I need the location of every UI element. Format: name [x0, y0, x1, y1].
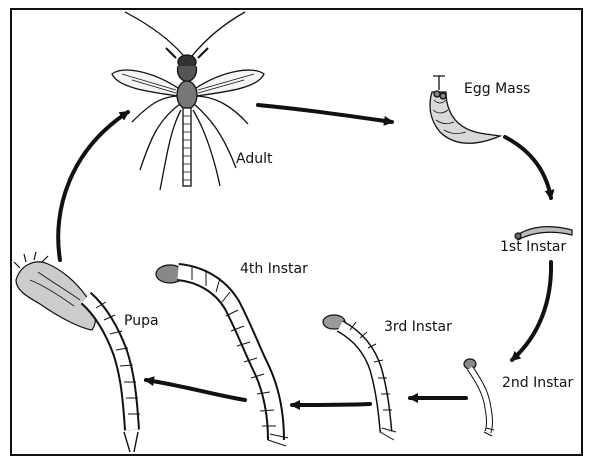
arrow-3rd-to-4th [292, 404, 370, 405]
label-4th-instar: 4th Instar [240, 262, 308, 276]
cycle-arrows [58, 105, 551, 405]
label-pupa: Pupa [124, 314, 159, 328]
larva-4th-instar-illustration [156, 265, 288, 446]
arrow-1st-to-2nd [512, 262, 551, 360]
arrow-adult-to-egg [258, 105, 392, 122]
pupa-illustration [14, 252, 140, 452]
arrow-egg-to-1st [505, 137, 551, 198]
label-2nd-instar: 2nd Instar [502, 376, 573, 390]
larva-2nd-instar-illustration [464, 359, 494, 436]
label-adult: Adult [236, 152, 272, 166]
arrow-4th-to-pupa [146, 380, 245, 400]
label-egg-mass: Egg Mass [464, 82, 530, 96]
arrow-pupa-to-adult [58, 112, 128, 260]
label-1st-instar: 1st Instar [500, 240, 566, 254]
larva-1st-instar-illustration [515, 227, 572, 240]
label-3rd-instar: 3rd Instar [384, 320, 452, 334]
